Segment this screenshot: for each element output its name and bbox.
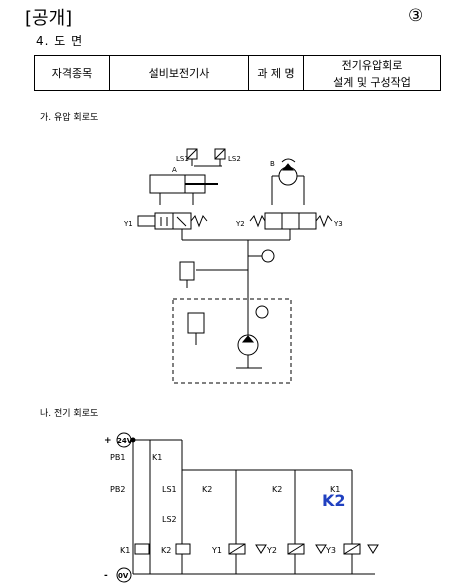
label-pb2: PB2 (110, 485, 125, 494)
label-cylinder-a: A (172, 166, 177, 174)
valve-y2-y3 (248, 212, 333, 241)
coil-k2 (175, 543, 191, 555)
label-y3: Y3 (333, 220, 343, 228)
label-k2-contact-b: K2 (272, 485, 282, 494)
electric-title: 나. 전기 회로도 (40, 408, 98, 419)
pressure-gauge-2 (255, 305, 269, 319)
label-y1: Y1 (123, 220, 133, 228)
label-pb1: PB1 (110, 453, 125, 462)
label-k1-contact: K1 (152, 453, 162, 462)
label-coil-y3: Y3 (325, 546, 336, 555)
coil-k1 (134, 543, 150, 555)
label-0v: 0V (118, 572, 129, 580)
label-motor-b: B (270, 160, 275, 168)
label-k2-contact-a: K2 (202, 485, 212, 494)
info-table: 자격종목 설비보전기사 과 제 명 전기유압회로 설계 및 구성작업 (34, 55, 441, 91)
value-task-line2: 설계 및 구성작업 (303, 73, 441, 91)
limit-switch-ls2 (214, 148, 226, 166)
label-coil-y2: Y2 (266, 546, 277, 555)
label-coil-y1: Y1 (211, 546, 222, 555)
label-minus: - (104, 571, 108, 581)
pressure-gauge-1 (261, 249, 275, 263)
label-24v: 24V (117, 437, 133, 445)
motor-b (271, 158, 305, 205)
power-unit-box (172, 298, 292, 384)
terminal-0v (116, 567, 132, 583)
hydraulic-title: 가. 유압 회로도 (40, 111, 98, 123)
label-y2: Y2 (235, 220, 245, 228)
label-ls2: LS2 (228, 155, 241, 163)
relief-valve-2 (187, 312, 205, 334)
valve-y1 (137, 212, 248, 241)
section-title: 4. 도 면 (36, 34, 84, 48)
cylinder-a (149, 174, 218, 205)
terminal-24v (116, 432, 132, 448)
hydraulic-diagram (137, 148, 333, 384)
annotation-k2: K2 (322, 491, 346, 510)
label-ls1: LS1 (176, 155, 189, 163)
label-coil-k2: K2 (161, 546, 171, 555)
electric-diagram (130, 437, 379, 575)
value-task-line1: 전기유압회로 (303, 55, 441, 73)
limit-switch-ls1 (186, 148, 198, 166)
page-number: ③ (408, 6, 424, 26)
value-qualification: 설비보전기사 (109, 55, 249, 91)
label-k1-contact-b: K1 (330, 485, 340, 494)
page-header-title: [공개] (25, 8, 73, 29)
label-plus: + (104, 436, 112, 446)
label-coil-k1: K1 (120, 546, 130, 555)
label-ls2-contact: LS2 (162, 515, 177, 524)
label-ls1-contact: LS1 (162, 485, 177, 494)
relief-valve-1 (179, 261, 195, 281)
